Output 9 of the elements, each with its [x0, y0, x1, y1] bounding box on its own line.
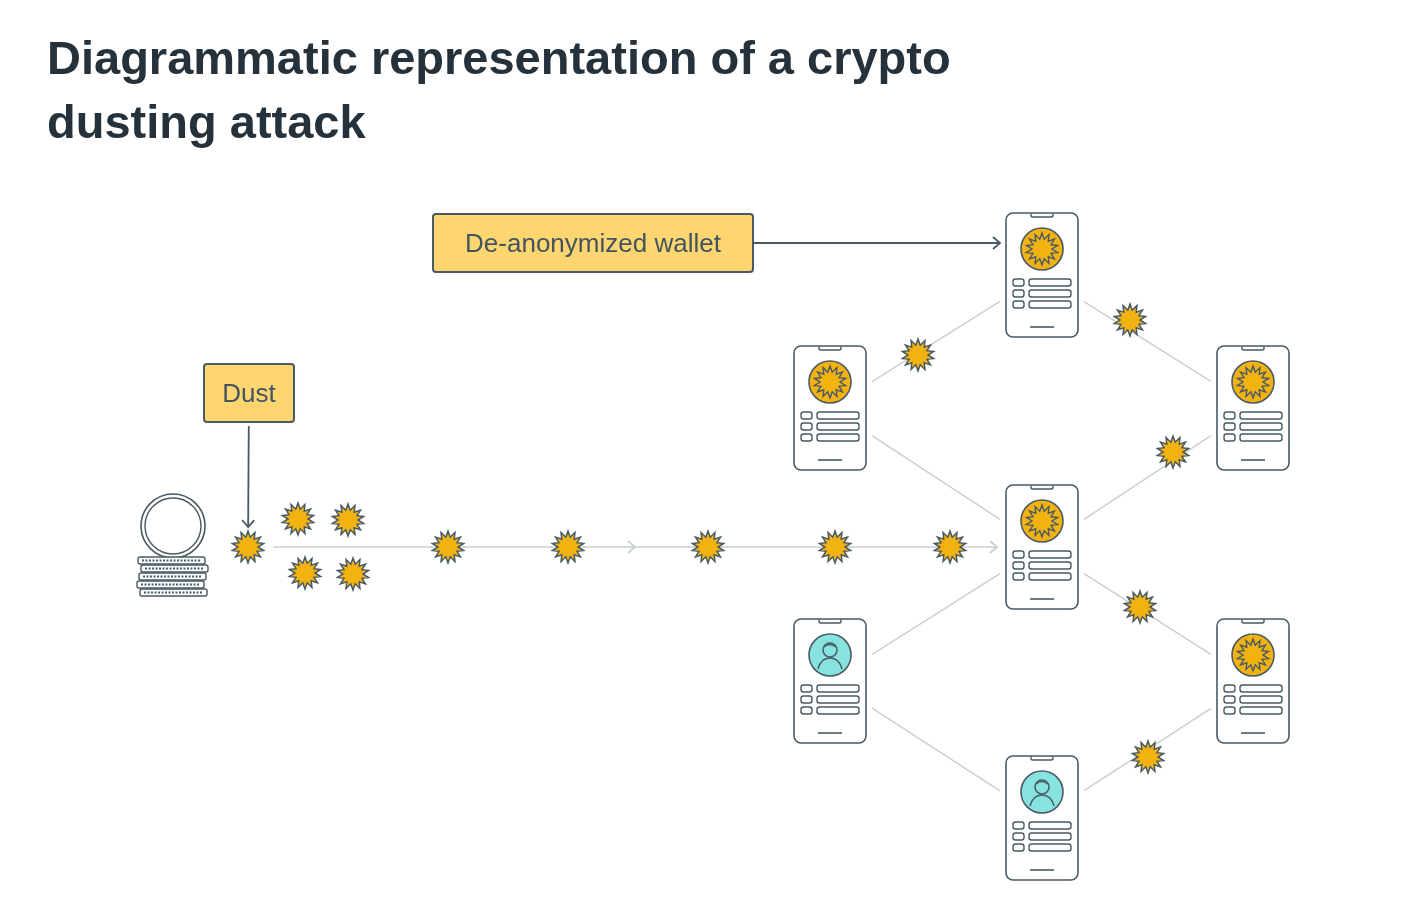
connector-line	[1083, 300, 1212, 383]
callout-label: De-anonymized wallet	[432, 213, 754, 273]
arrow	[753, 236, 1001, 250]
connector-line	[871, 707, 1001, 792]
diagram-title: Diagrammatic representation of a crypto dusting attack	[47, 30, 952, 150]
connector-line	[871, 572, 1001, 656]
callout-label: Dust	[203, 363, 295, 423]
arrow	[241, 425, 256, 528]
connector-line	[871, 434, 1001, 521]
